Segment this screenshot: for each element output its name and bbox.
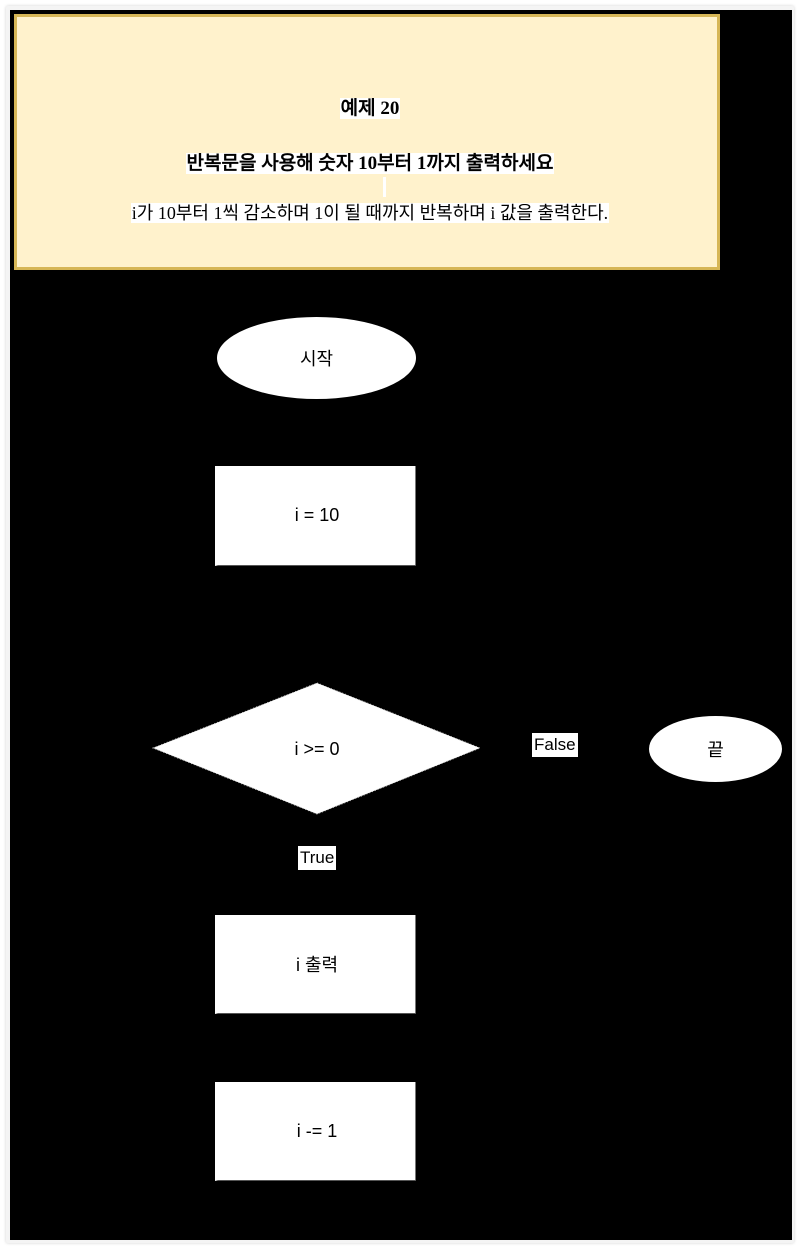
note-description: i가 10부터 1씩 감소하며 1이 될 때까지 반복하며 i 값을 출력한다.: [130, 203, 610, 223]
condition-decision: i >= 0: [152, 682, 482, 816]
note-subtitle: 반복문을 사용해 숫자 10부터 1까지 출력하세요: [185, 153, 555, 174]
end-label: 끝: [707, 740, 724, 760]
end-terminal: 끝: [649, 716, 782, 782]
output-process: i 출력: [215, 915, 416, 1014]
start-label: 시작: [299, 349, 334, 369]
problem-note: 예제 20 반복문을 사용해 숫자 10부터 1까지 출력하세요 i가 10부터…: [14, 14, 720, 270]
true-edge-label: True: [298, 846, 337, 870]
init-label: i = 10: [294, 505, 340, 525]
condition-label: i >= 0: [294, 738, 340, 759]
init-process: i = 10: [215, 466, 416, 566]
output-label: i 출력: [295, 955, 339, 975]
decrement-process: i -= 1: [215, 1082, 416, 1181]
diamond-shape: [152, 682, 482, 815]
false-edge-label: False: [532, 733, 578, 757]
note-connector: [383, 177, 386, 197]
start-terminal: 시작: [217, 317, 416, 399]
note-title: 예제 20: [339, 98, 401, 119]
decrement-label: i -= 1: [296, 1120, 338, 1141]
